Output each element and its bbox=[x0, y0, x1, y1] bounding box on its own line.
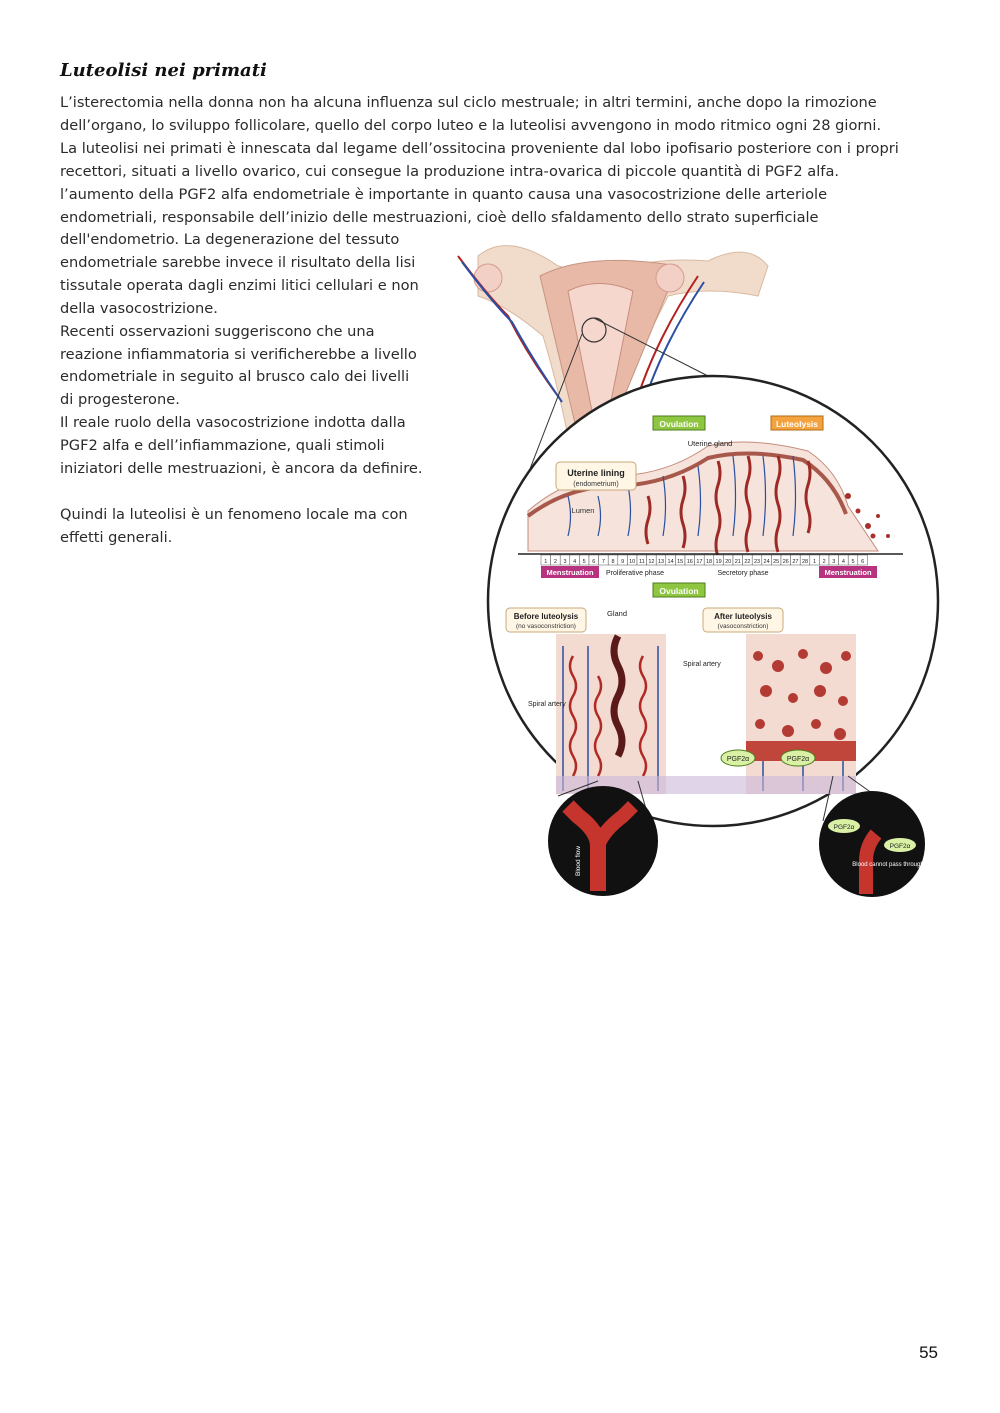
side-text-column: dell'endometrio. La degenerazione del te… bbox=[60, 229, 445, 550]
day-number: 18 bbox=[706, 559, 712, 565]
blood-flow-label: Blood flow bbox=[575, 846, 582, 876]
page-number: 55 bbox=[919, 1343, 938, 1362]
day-number: 14 bbox=[668, 559, 674, 565]
day-number: 23 bbox=[754, 559, 760, 565]
ovulation-label-2: Ovulation bbox=[659, 586, 698, 596]
day-number: 1 bbox=[544, 559, 547, 565]
uterus-drawing bbox=[457, 245, 769, 527]
text-line: l’aumento della PGF2 alfa endometriale è… bbox=[60, 185, 828, 203]
pgf-label-4: PGF2α bbox=[890, 843, 911, 850]
day-number: 24 bbox=[764, 559, 770, 565]
blood-cannot-label: Blood cannot pass through bbox=[852, 862, 923, 868]
lumen-label: Lumen bbox=[572, 506, 595, 515]
endometrium-label: (endometrium) bbox=[573, 481, 619, 488]
vasoconstriction-inset: PGF2α PGF2α Blood cannot pass through bbox=[819, 775, 925, 897]
day-number: 28 bbox=[802, 559, 808, 565]
day-number: 27 bbox=[792, 559, 798, 565]
uterine-lining-label: Uterine lining bbox=[567, 468, 625, 478]
spiral-artery-label-2: Spiral artery bbox=[528, 701, 566, 708]
day-number: 21 bbox=[735, 559, 741, 565]
day-number: 4 bbox=[842, 559, 845, 565]
day-number: 2 bbox=[554, 559, 557, 565]
text-line: endometriale in seguito al brusco calo d… bbox=[60, 368, 410, 386]
text-line: endometriale sarebbe invece il risultato… bbox=[60, 253, 416, 271]
section-title: Luteolisi nei primati bbox=[60, 60, 267, 81]
day-number: 16 bbox=[687, 559, 693, 565]
pgf-label-2: PGF2α bbox=[787, 756, 809, 763]
day-number: 20 bbox=[725, 559, 731, 565]
endometrium-zoom-circle: Ovulation Luteolysis Uterine gland Uteri… bbox=[486, 374, 940, 828]
after-luteolysis-label: After luteolysis bbox=[714, 612, 772, 621]
text-line: Recenti osservazioni suggeriscono che un… bbox=[60, 322, 375, 340]
before-luteolysis-label: Before luteolysis bbox=[514, 612, 579, 621]
day-number: 10 bbox=[629, 559, 635, 565]
text-line: Quindi la luteolisi è un fenomeno locale… bbox=[60, 505, 408, 523]
text-line: dell’organo, lo sviluppo follicolare, qu… bbox=[60, 116, 882, 134]
text-line: endometriali, responsabile dell’inizio d… bbox=[60, 208, 819, 226]
pgf-label: PGF2α bbox=[727, 756, 749, 763]
day-number: 7 bbox=[602, 559, 605, 565]
menstruation-label: Menstruation bbox=[546, 568, 594, 577]
day-number: 13 bbox=[658, 559, 664, 565]
text-line: della vasocostrizione. bbox=[60, 299, 218, 317]
proliferative-label: Proliferative phase bbox=[606, 570, 664, 577]
menstruation-label-2: Menstruation bbox=[824, 568, 872, 577]
day-number: 9 bbox=[621, 559, 624, 565]
day-number: 6 bbox=[861, 559, 864, 565]
after-sub-label: (vasoconstriction) bbox=[718, 623, 769, 630]
day-number: 3 bbox=[563, 559, 566, 565]
text-line: Il reale ruolo della vasocostrizione ind… bbox=[60, 414, 406, 432]
text-line: iniziatori delle mestruazioni, è ancora … bbox=[60, 460, 423, 478]
secretory-label: Secretory phase bbox=[718, 570, 769, 577]
day-number: 1 bbox=[813, 559, 816, 565]
spiral-artery-label: Spiral artery bbox=[683, 661, 721, 668]
day-number: 4 bbox=[573, 559, 576, 565]
day-number: 17 bbox=[696, 559, 702, 565]
text-line: reazione infiammatoria si verificherebbe… bbox=[60, 345, 417, 363]
day-number: 19 bbox=[716, 559, 722, 565]
gland-label: Gland bbox=[607, 609, 627, 618]
day-number: 3 bbox=[832, 559, 835, 565]
uterine-gland-label: Uterine gland bbox=[688, 439, 733, 448]
text-line: di progesterone. bbox=[60, 391, 180, 409]
text-line: effetti generali. bbox=[60, 528, 173, 546]
day-number: 11 bbox=[639, 559, 645, 565]
day-number: 26 bbox=[783, 559, 789, 565]
text-line: PGF2 alfa e dell’infiammazione, quali st… bbox=[60, 437, 385, 455]
before-sub-label: (no vasoconstriction) bbox=[516, 623, 576, 630]
day-number: 15 bbox=[677, 559, 683, 565]
day-number: 5 bbox=[851, 559, 854, 565]
uterus-luteolysis-illustration: Ovulation Luteolysis Uterine gland Uteri… bbox=[448, 236, 948, 900]
day-number: 2 bbox=[823, 559, 826, 565]
text-line: L’isterectomia nella donna non ha alcuna… bbox=[60, 94, 877, 111]
text-line: tissutale operata dagli enzimi litici ce… bbox=[60, 276, 419, 294]
blood-flow-inset: Blood flow bbox=[548, 780, 658, 896]
day-number: 22 bbox=[744, 559, 750, 565]
day-number: 25 bbox=[773, 559, 779, 565]
pgf-label-3: PGF2α bbox=[834, 824, 855, 831]
day-number: 8 bbox=[611, 559, 614, 565]
text-line: dell'endometrio. La degenerazione del te… bbox=[60, 231, 400, 248]
day-number: 6 bbox=[592, 559, 595, 565]
day-number: 12 bbox=[648, 559, 654, 565]
luteolysis-label: Luteolysis bbox=[776, 419, 818, 429]
day-number: 5 bbox=[583, 559, 586, 565]
text-line: recettori, situati a livello ovarico, cu… bbox=[60, 162, 840, 180]
day-cell bbox=[857, 554, 868, 566]
text-line: La luteolisi nei primati è innescata dal… bbox=[60, 139, 899, 157]
intro-paragraph: L’isterectomia nella donna non ha alcuna… bbox=[60, 92, 950, 229]
ovulation-label: Ovulation bbox=[659, 419, 698, 429]
